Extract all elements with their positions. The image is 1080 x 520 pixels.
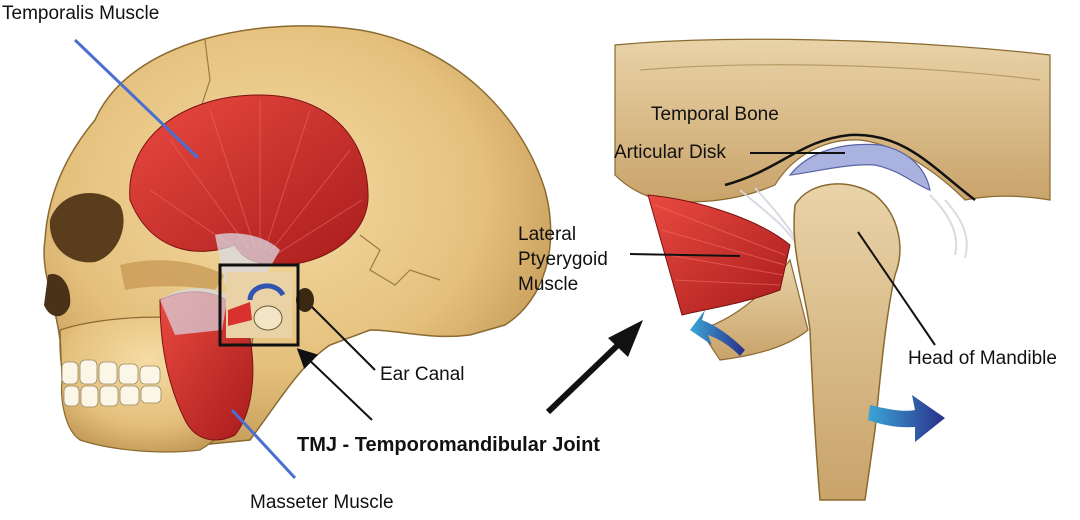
joint-closeup-illustration <box>614 38 1051 501</box>
teeth <box>61 359 162 408</box>
ear-canal-opening <box>296 288 314 312</box>
temporalis-leader-line <box>73 38 200 160</box>
head-of-mandible-leader-line <box>857 231 936 346</box>
articular-fossa <box>724 133 976 201</box>
masseter-tendon <box>160 288 228 335</box>
masseter-leader-line <box>230 408 297 480</box>
ear-canal-leader-line <box>311 306 376 371</box>
cheekbone <box>120 260 225 290</box>
nasal-cavity <box>44 274 71 317</box>
tmj-label: TMJ - Temporomandibular Joint <box>297 434 600 456</box>
head-of-mandible-label: Head of Mandible <box>908 348 1057 369</box>
motion-arrow-icon <box>690 310 745 356</box>
ear-canal-label: Ear Canal <box>380 364 465 385</box>
temporalis-muscle-label: Temporalis Muscle <box>2 3 160 24</box>
skull-suture <box>359 234 441 286</box>
articular-disk-label: Articular Disk <box>614 142 726 163</box>
lateral-pterygoid-label: Lateral Ptyerygoid Muscle <box>518 224 608 296</box>
tmj-inset-detail <box>226 272 292 338</box>
articular-disk <box>788 143 931 191</box>
mandible-ramus <box>793 183 901 501</box>
pterygoid-leader-line <box>629 253 741 257</box>
eye-socket <box>49 193 124 263</box>
temporal-bone-ridge <box>639 64 1041 81</box>
pterygoid-fibers <box>654 204 786 286</box>
tmj-pointer-line <box>296 348 373 421</box>
temporal-bone-label: Temporal Bone <box>651 104 779 125</box>
skull-illustration <box>43 25 552 480</box>
tmj-highlight-box <box>218 263 300 347</box>
motion-arrow-icon <box>868 395 945 442</box>
masseter-muscle-label: Masseter Muscle <box>250 492 394 513</box>
zoom-arrow-icon <box>545 320 643 415</box>
